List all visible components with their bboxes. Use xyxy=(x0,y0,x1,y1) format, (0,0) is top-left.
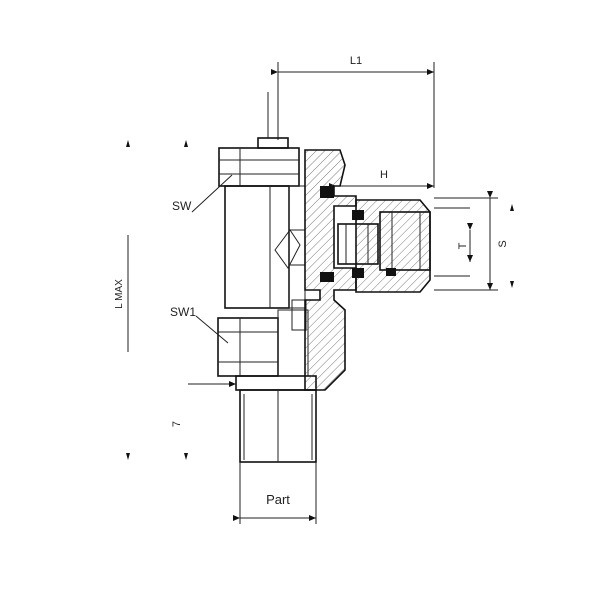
dimension-part: Part xyxy=(233,462,317,524)
arrow-down-icon xyxy=(126,453,130,460)
arrow-down-icon xyxy=(510,281,514,288)
arrow-up-icon xyxy=(126,140,130,147)
dimension-s: S xyxy=(434,191,509,291)
dimension-h: H xyxy=(329,169,434,189)
sw-label: SW xyxy=(172,199,192,213)
l1-label: L1 xyxy=(350,55,362,67)
outlet-fitting xyxy=(337,199,431,293)
seven-label: 7 xyxy=(171,421,183,427)
dimension-t: T xyxy=(434,207,473,277)
top-nut xyxy=(218,92,300,187)
arrow-up-icon xyxy=(184,140,188,147)
t-label: T xyxy=(457,242,469,249)
dimension-7: 7 xyxy=(171,381,236,427)
arrow-down-icon xyxy=(184,453,188,460)
threaded-stem xyxy=(235,375,317,463)
valve-body-left xyxy=(224,185,306,309)
sw1-label: SW1 xyxy=(170,305,196,319)
arrow-up-icon xyxy=(510,204,514,211)
lower-nut xyxy=(217,299,309,377)
s-label: S xyxy=(497,240,509,247)
tick-marks xyxy=(126,140,514,460)
sw1-callout: SW1 xyxy=(170,305,229,344)
h-label: H xyxy=(380,169,388,181)
l-max-label: L MAX xyxy=(114,279,125,309)
dimension-l-max: L MAX xyxy=(114,235,129,352)
dimension-l1: L1 xyxy=(271,55,435,188)
sw-callout: SW xyxy=(172,174,233,213)
part-label: Part xyxy=(266,492,290,507)
